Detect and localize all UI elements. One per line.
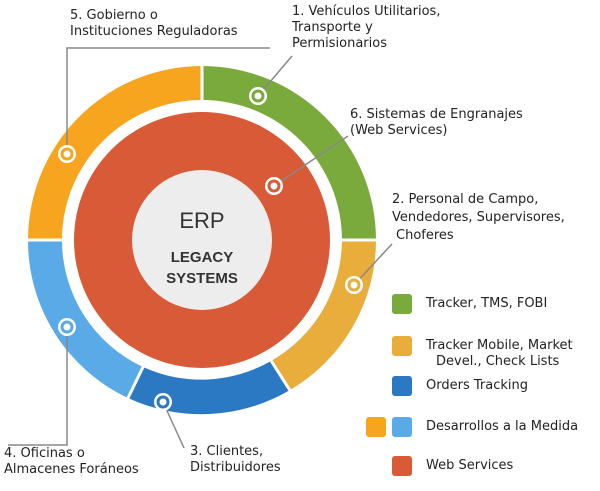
segment-markers	[58, 87, 363, 411]
label-sistemas-engranajes: 6. Sistemas de Engranajes (Web Services)	[350, 107, 523, 138]
label-personal-campo: 2. Personal de Campo, Vendedores, Superv…	[392, 192, 565, 243]
legend: Tracker, TMS, FOBI Tracker Mobile, Marke…	[366, 290, 598, 485]
segment-vehiculos	[202, 66, 376, 240]
legend-swatch-blue-light	[392, 417, 412, 437]
segment-clientes	[128, 361, 290, 415]
segment-dividers	[26, 64, 378, 401]
systems-label: SYSTEMS	[166, 270, 238, 287]
marker-5-icon	[58, 145, 76, 163]
leader-lines	[8, 47, 393, 449]
legend-swatch-green	[392, 294, 412, 314]
marker-2-icon	[345, 276, 363, 294]
legend-swatch-orange	[366, 417, 386, 437]
label-oficinas: 4. Oficinas o Almacenes Foráneos	[4, 446, 139, 477]
erp-center-circle	[132, 170, 272, 310]
label-gobierno: 5. Gobierno o Instituciones Reguladoras	[70, 8, 238, 39]
legacy-label: LEGACY	[171, 249, 234, 266]
marker-3-icon	[154, 393, 172, 411]
label-vehiculos: 1. Vehículos Utilitarios, Transporte y P…	[292, 4, 441, 51]
marker-1-icon	[249, 87, 267, 105]
legend-swatch-red	[392, 456, 412, 476]
legend-swatch-yellow	[392, 336, 412, 356]
segment-oficinas	[27, 240, 143, 398]
marker-4-icon	[58, 318, 76, 336]
legend-swatch-blue-dark	[392, 376, 412, 396]
erp-title: ERP	[179, 208, 224, 233]
marker-6-icon	[265, 177, 283, 195]
label-clientes: 3. Clientes, Distribuidores	[190, 444, 281, 475]
